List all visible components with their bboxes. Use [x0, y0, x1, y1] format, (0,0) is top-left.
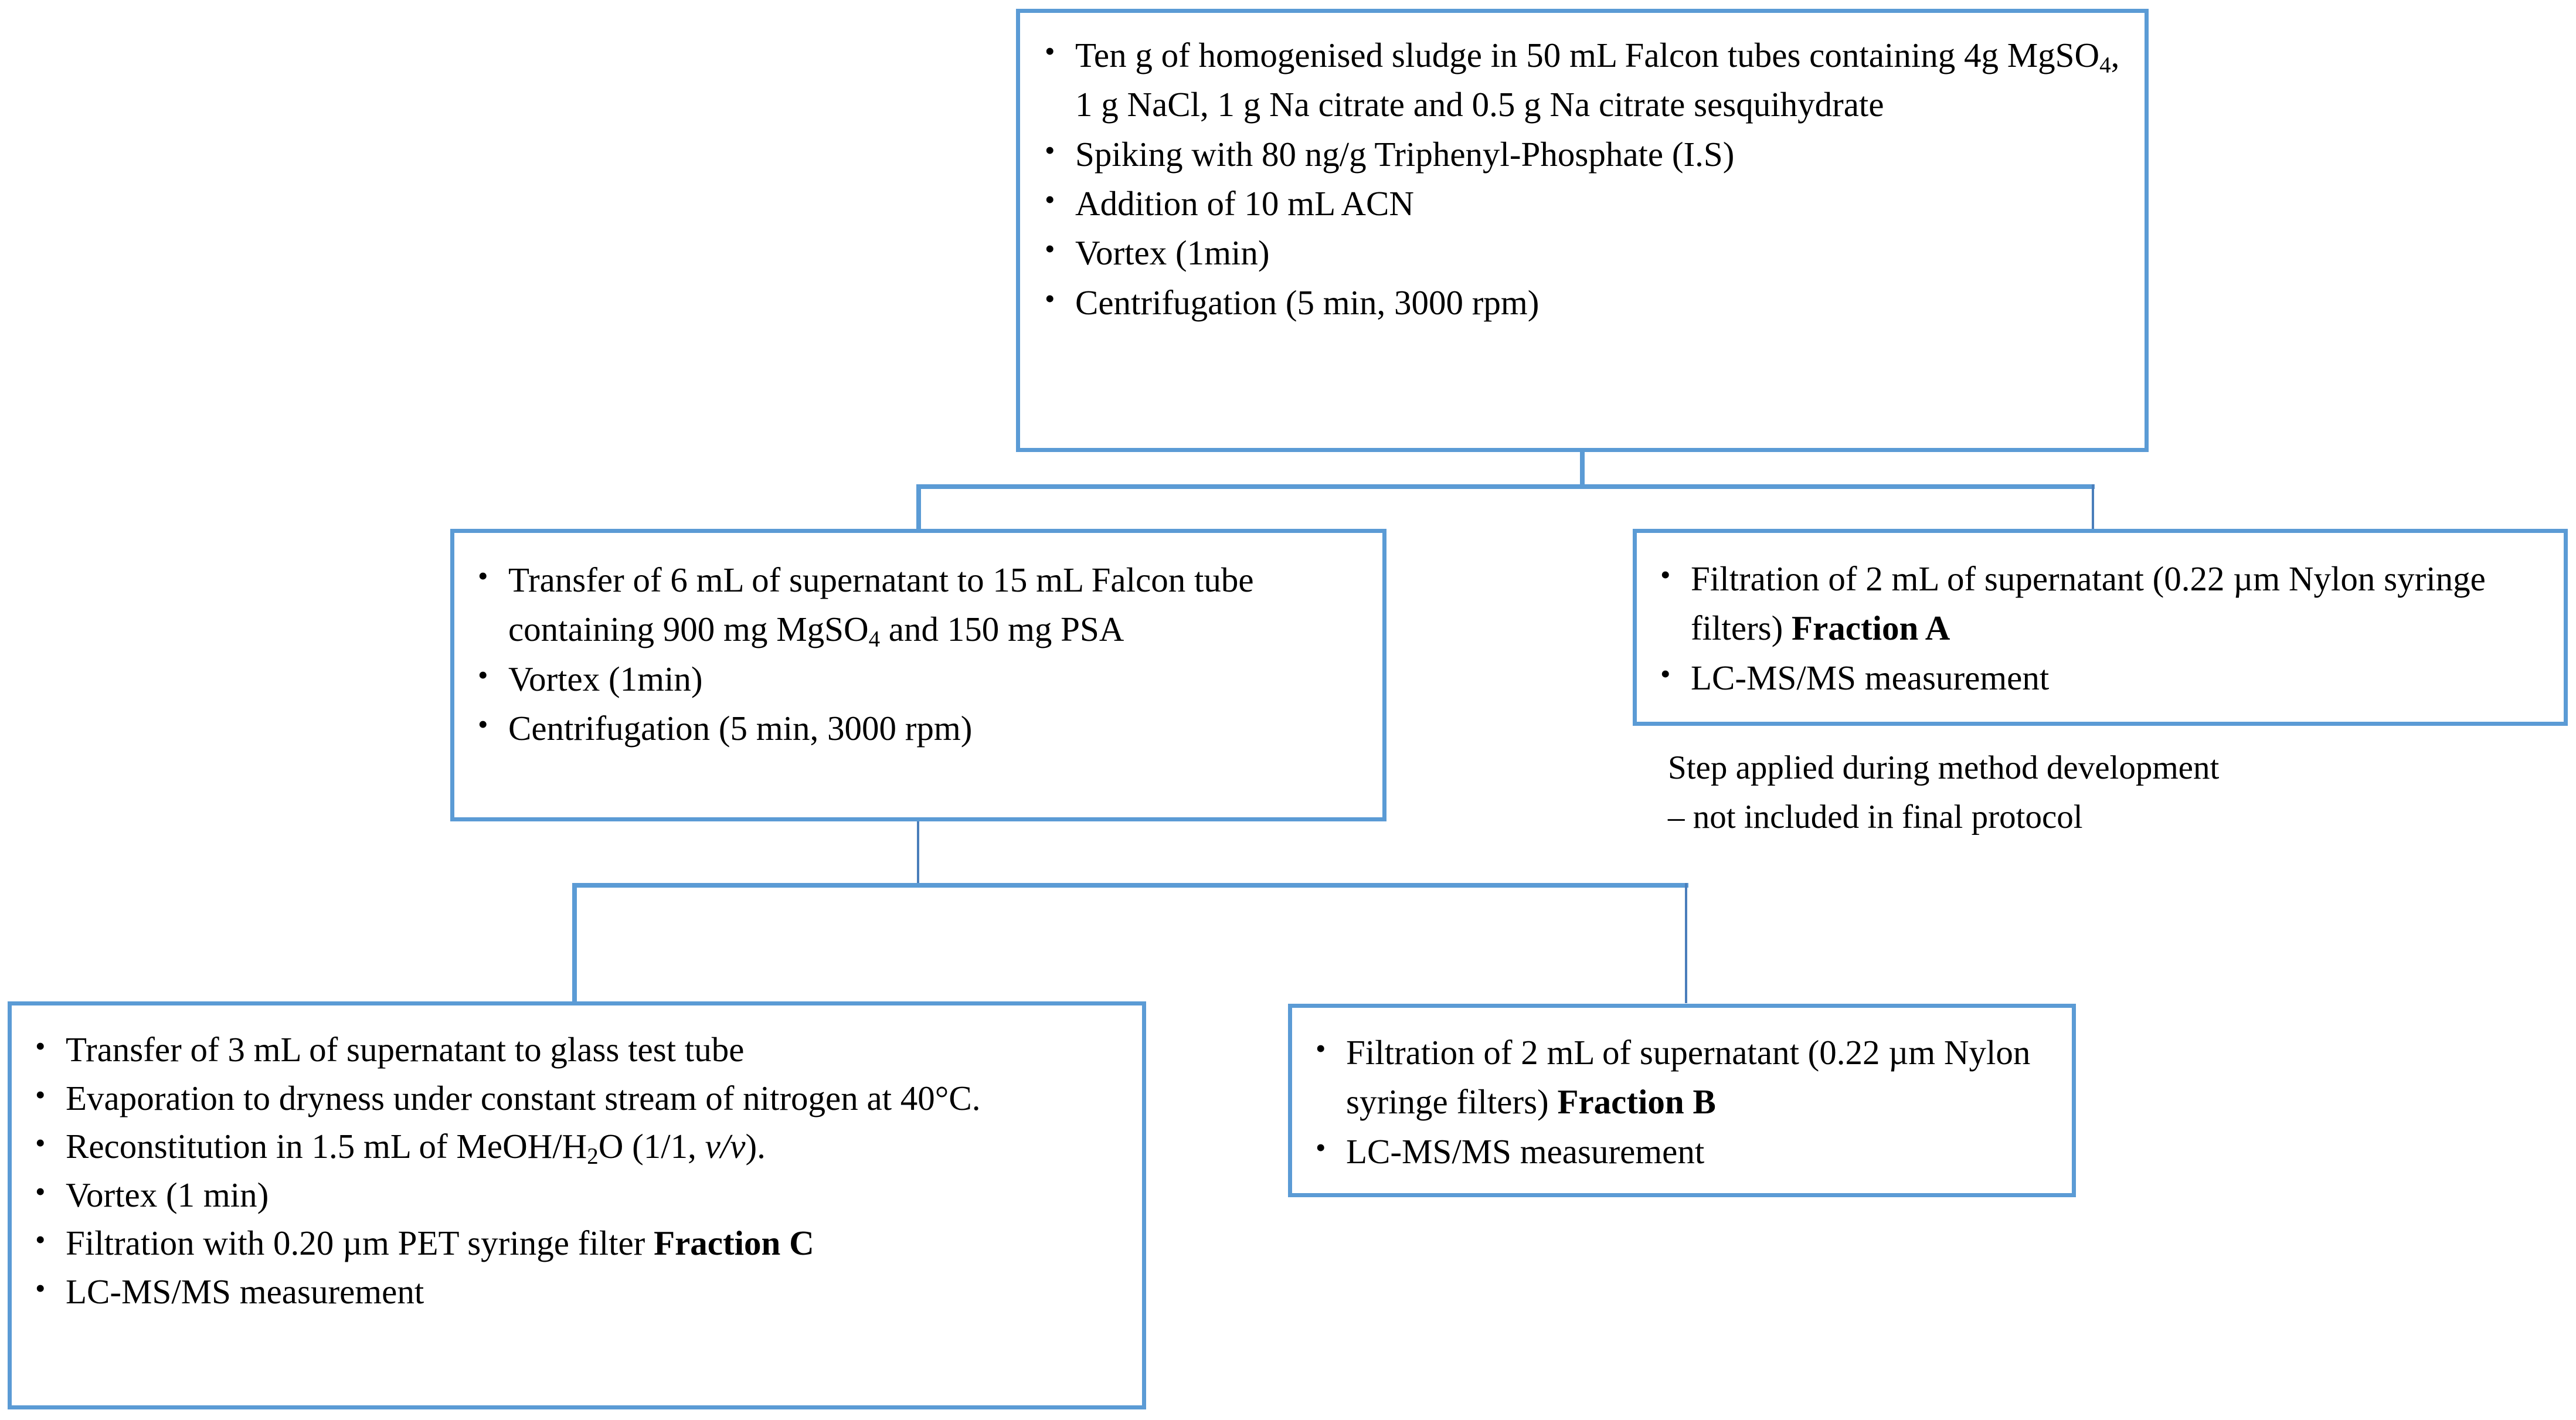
list-item: Spiking with 80 ng/g Triphenyl-Phosphate…: [1036, 130, 2121, 179]
connector-down-to-fraction-b: [1685, 883, 1687, 1003]
fraction-c-step-box: Transfer of 3 mL of supernatant to glass…: [8, 1001, 1146, 1409]
dspe-cleanup-step-content: Transfer of 6 mL of supernatant to 15 mL…: [454, 533, 1382, 753]
list-item: LC-MS/MS measurement: [1652, 653, 2550, 702]
dspe-cleanup-step-list: Transfer of 6 mL of supernatant to 15 mL…: [470, 555, 1365, 753]
extraction-step-list: Ten g of homogenised sludge in 50 mL Fal…: [1036, 30, 2121, 327]
list-item: Addition of 10 mL ACN: [1036, 179, 2121, 228]
list-item: Reconstitution in 1.5 mL of MeOH/H2O (1/…: [27, 1122, 1128, 1171]
list-item: LC-MS/MS measurement: [1307, 1127, 2060, 1176]
list-item: Transfer of 6 mL of supernatant to 15 mL…: [470, 555, 1365, 654]
fraction-b-step-list: Filtration of 2 mL of supernatant (0.22 …: [1307, 1028, 2060, 1176]
list-item: LC-MS/MS measurement: [27, 1268, 1128, 1316]
list-item: Vortex (1min): [1036, 228, 2121, 277]
list-item: Evaporation to dryness under constant st…: [27, 1074, 1128, 1123]
connector-split-level-2: [572, 883, 1688, 888]
list-item: Vortex (1min): [470, 654, 1365, 704]
extraction-step-content: Ten g of homogenised sludge in 50 mL Fal…: [1020, 13, 2145, 327]
connector-split-level-1: [916, 484, 2095, 489]
list-item: Filtration with 0.20 µm PET syringe filt…: [27, 1219, 1128, 1268]
fraction-b-step-box: Filtration of 2 mL of supernatant (0.22 …: [1288, 1004, 2076, 1197]
connector-down-to-fraction-a: [2092, 484, 2094, 531]
method-development-note: Step applied during method development –…: [1668, 749, 2220, 835]
connector-down-to-fraction-c: [572, 883, 577, 1003]
fraction-a-step-box: Filtration of 2 mL of supernatant (0.22 …: [1633, 529, 2568, 726]
dspe-cleanup-step-box: Transfer of 6 mL of supernatant to 15 mL…: [450, 529, 1386, 821]
list-item: Filtration of 2 mL of supernatant (0.22 …: [1307, 1028, 2060, 1127]
list-item: Ten g of homogenised sludge in 50 mL Fal…: [1036, 30, 2121, 130]
extraction-step-box: Ten g of homogenised sludge in 50 mL Fal…: [1016, 9, 2149, 452]
fraction-c-step-content: Transfer of 3 mL of supernatant to glass…: [12, 1005, 1142, 1316]
connector-down-to-cleanup: [916, 484, 921, 531]
list-item: Transfer of 3 mL of supernatant to glass…: [27, 1025, 1128, 1074]
fraction-c-step-list: Transfer of 3 mL of supernatant to glass…: [27, 1025, 1128, 1316]
connector-trunk-from-cleanup: [917, 821, 919, 886]
fraction-a-step-list: Filtration of 2 mL of supernatant (0.22 …: [1652, 554, 2550, 702]
connector-trunk-from-extraction: [1580, 452, 1585, 488]
list-item: Centrifugation (5 min, 3000 rpm): [470, 704, 1365, 753]
list-item: Filtration of 2 mL of supernatant (0.22 …: [1652, 554, 2550, 653]
fraction-b-step-content: Filtration of 2 mL of supernatant (0.22 …: [1292, 1008, 2072, 1176]
list-item: Vortex (1 min): [27, 1171, 1128, 1219]
fraction-a-step-content: Filtration of 2 mL of supernatant (0.22 …: [1637, 533, 2564, 702]
list-item: Centrifugation (5 min, 3000 rpm): [1036, 278, 2121, 327]
